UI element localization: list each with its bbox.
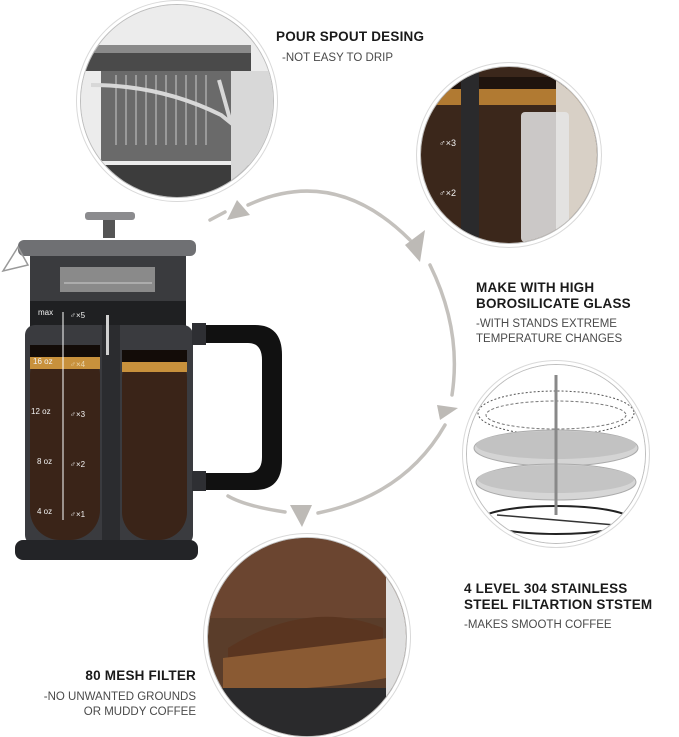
feature-description: -MAKES SMOOTH COFFEE	[464, 619, 612, 631]
feature-title: STEEL FILTARTION STSTEM	[464, 597, 653, 612]
feature-mesh-filter: 80 MESH FILTER -NO UNWANTED GROUNDS OR M…	[26, 668, 196, 720]
feature-description: TEMPERATURE CHANGES	[476, 333, 623, 345]
feature-borosilicate-glass: MAKE WITH HIGH BOROSILICATE GLASS -WITH …	[476, 280, 631, 347]
cups-3: ♂×3	[70, 410, 86, 419]
measurement-12oz: 12 oz	[31, 407, 51, 416]
feature-description: OR MUDDY COFFEE	[83, 706, 196, 718]
measurement-max: max	[38, 308, 54, 317]
feature-description: -NO UNWANTED GROUNDS	[43, 691, 196, 703]
filter-system-image	[466, 364, 646, 544]
measurement-4oz: 4 oz	[37, 507, 53, 516]
cups-4: ♂×4	[70, 360, 86, 369]
glass-cup-label: ♂×2	[439, 188, 457, 198]
french-press-image: max ♂×5 16 oz ♂×4 12 oz ♂×3 8 oz ♂×2 4 o…	[0, 205, 300, 590]
glass-detail-image: ♂×3 ♂×2	[420, 66, 598, 244]
feature-title: 80 MESH FILTER	[85, 668, 196, 683]
feature-description: -NOT EASY TO DRIP	[282, 52, 393, 64]
cups-5: ♂×5	[70, 311, 86, 320]
arrow-head-right-icon	[437, 405, 458, 420]
feature-filtration-system: 4 LEVEL 304 STAINLESS STEEL FILTARTION S…	[464, 581, 652, 633]
mesh-filter-image	[207, 537, 407, 737]
spout-detail-image	[80, 4, 274, 198]
feature-title: POUR SPOUT DESING	[276, 29, 425, 44]
feature-title: 4 LEVEL 304 STAINLESS	[464, 581, 628, 596]
arrow-head-down-icon	[290, 505, 312, 527]
feature-pour-spout: POUR SPOUT DESING -NOT EASY TO DRIP	[276, 29, 424, 66]
glass-cup-label: ♂×3	[439, 138, 457, 148]
cups-2: ♂×2	[70, 460, 86, 469]
feature-title: MAKE WITH HIGH	[476, 280, 595, 295]
feature-description: -WITH STANDS EXTREME	[476, 318, 617, 330]
measurement-16oz: 16 oz	[33, 357, 53, 366]
cups-1: ♂×1	[70, 510, 86, 519]
arrow-head-up-icon	[227, 200, 250, 220]
measurement-8oz: 8 oz	[37, 457, 53, 466]
feature-title: BOROSILICATE GLASS	[476, 296, 631, 311]
arrow-head-right-icon	[405, 230, 425, 262]
